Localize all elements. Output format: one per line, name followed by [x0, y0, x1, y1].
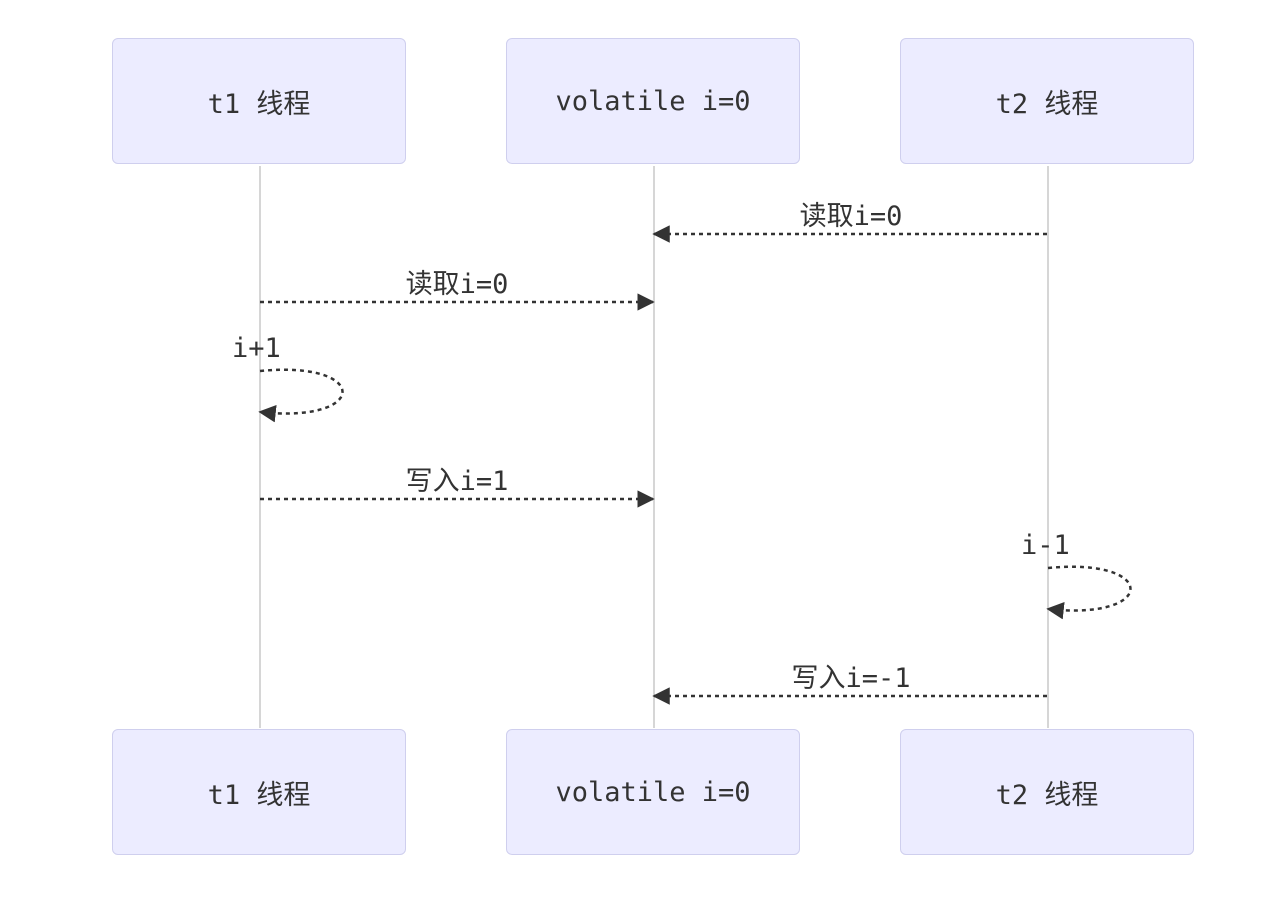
actor-label: t2 线程 [995, 88, 1099, 120]
lifeline-t2 [1047, 166, 1049, 728]
lifeline-t1 [259, 166, 261, 728]
message-label-1: 读取i=0 [799, 201, 903, 232]
actor-label: t2 线程 [995, 779, 1099, 811]
message-label-2: 读取i=0 [405, 269, 509, 300]
actor-t1-top: t1 线程 [112, 38, 406, 164]
actor-volatile-top: volatile i=0 [506, 38, 800, 164]
message-label-6: 写入i=-1 [791, 663, 911, 694]
actor-volatile-bottom: volatile i=0 [506, 729, 800, 855]
actor-label: volatile i=0 [555, 85, 751, 117]
message-label-4: 写入i=1 [405, 466, 509, 497]
actor-t2-bottom: t2 线程 [900, 729, 1194, 855]
actor-label: volatile i=0 [555, 776, 751, 808]
message-label-5: i-1 [1021, 530, 1070, 561]
self-loop-arrow-3 [258, 368, 344, 423]
actor-label: t1 线程 [207, 779, 311, 811]
actor-t1-bottom: t1 线程 [112, 729, 406, 855]
message-label-3: i+1 [232, 333, 281, 364]
self-loop-arrow-5 [1046, 565, 1132, 620]
actor-t2-top: t2 线程 [900, 38, 1194, 164]
actor-label: t1 线程 [207, 88, 311, 120]
lifeline-volatile [653, 166, 655, 728]
